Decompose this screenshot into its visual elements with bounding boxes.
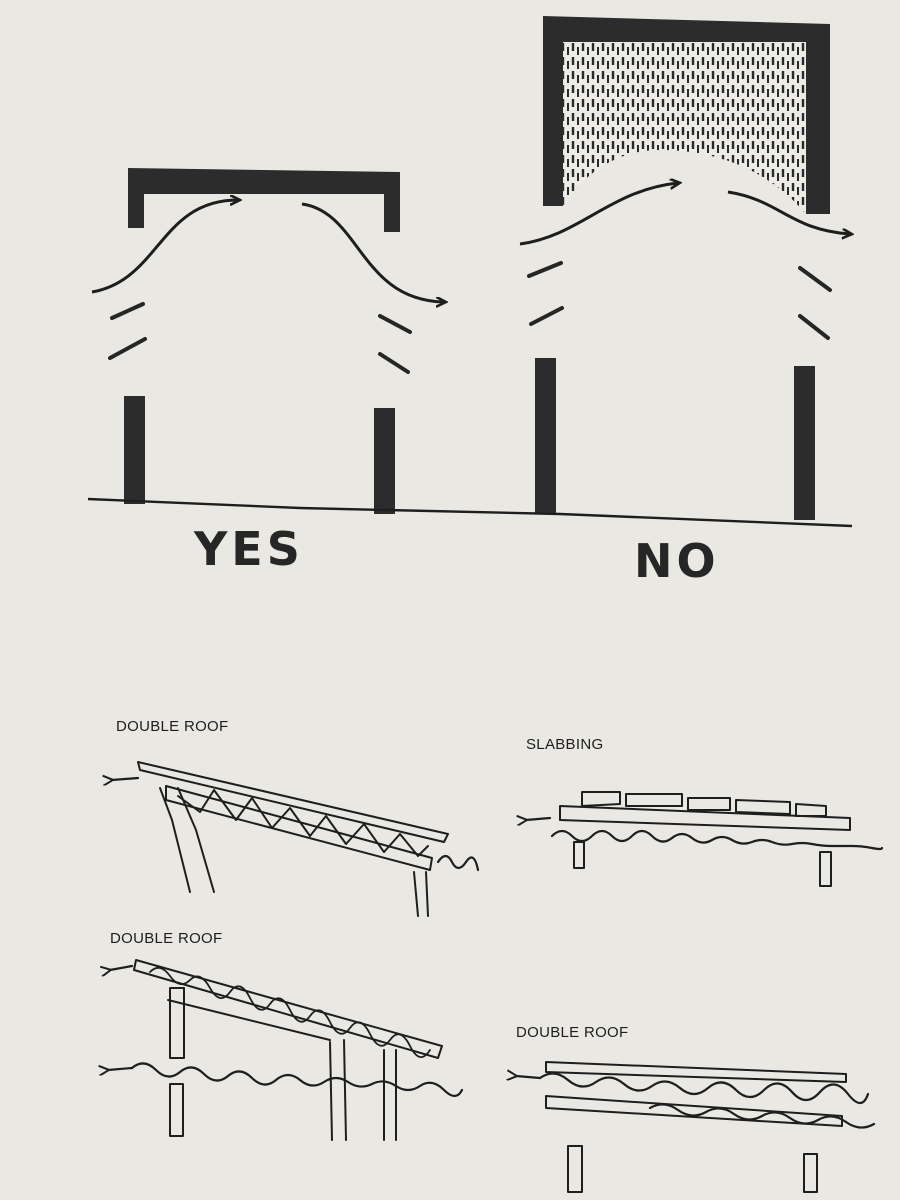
upper-roof-sheet [133,959,443,1059]
airflow-wave [550,829,884,851]
airflow-exit-arrow [526,818,552,820]
sketch-double-roof-3 [516,1061,876,1193]
sketch-slabbing [526,791,884,887]
airflow-wave [436,854,480,872]
roof-bottom-sheet [165,785,433,871]
airflow-exit-arrow-top [110,964,134,970]
yes-label: YES [194,522,304,576]
airflow-upper-wave [538,1072,870,1105]
right-support [803,1153,818,1193]
left-support [573,841,585,869]
airflow-exit-arrow [112,778,140,780]
sketch-double-roof-2 [108,959,464,1141]
double-roof-label-1: DOUBLE ROOF [116,718,229,735]
lower-roof-beam [167,999,331,1041]
yes-roof-frame [128,168,400,232]
no-airflow-in-arrow [519,183,678,246]
yes-right-air-dashes [378,314,412,374]
roof-top-sheet [137,761,449,843]
airflow-exit-arrow-bottom [108,1068,134,1070]
yes-right-column [374,408,395,514]
lower-roof-plank [545,1095,843,1127]
no-roof-frame [543,16,830,214]
yes-left-column [124,396,145,504]
yes-diagram [91,168,444,514]
ground-line [87,497,853,528]
left-post-2 [177,787,215,893]
left-support [567,1145,583,1193]
sketch-double-roof-1 [112,761,480,917]
no-diagram [519,16,850,520]
right-post [383,1049,397,1141]
no-airflow-out-arrow [727,190,850,234]
right-support [819,851,832,887]
truss-zigzag [177,789,429,857]
slab-units [581,791,827,817]
yes-airflow-out-arrow [301,202,444,302]
upper-roof-plank [545,1061,847,1083]
no-roof-insulation-hatch [563,42,806,214]
right-post [413,871,429,917]
left-post-upper [169,987,185,1059]
airflow-lower-wave [648,1103,876,1129]
left-post-lower [169,1083,184,1137]
yes-left-air-dashes [108,302,147,360]
no-right-column [794,366,815,520]
center-post [329,1039,347,1141]
airflow-exit-arrow [516,1076,542,1078]
no-left-column [535,358,556,514]
roof-slab [559,805,851,831]
yes-airflow-in-arrow [91,200,238,294]
double-roof-label-2: DOUBLE ROOF [110,930,223,947]
left-post-1 [159,787,191,893]
no-label: NO [634,534,720,588]
no-right-air-dashes [798,266,832,340]
double-roof-label-3: DOUBLE ROOF [516,1024,629,1041]
upper-wave [149,966,431,1058]
slabbing-label: SLABBING [526,736,604,753]
airflow-lower-wave [130,1062,464,1098]
no-left-air-dashes [527,261,564,326]
